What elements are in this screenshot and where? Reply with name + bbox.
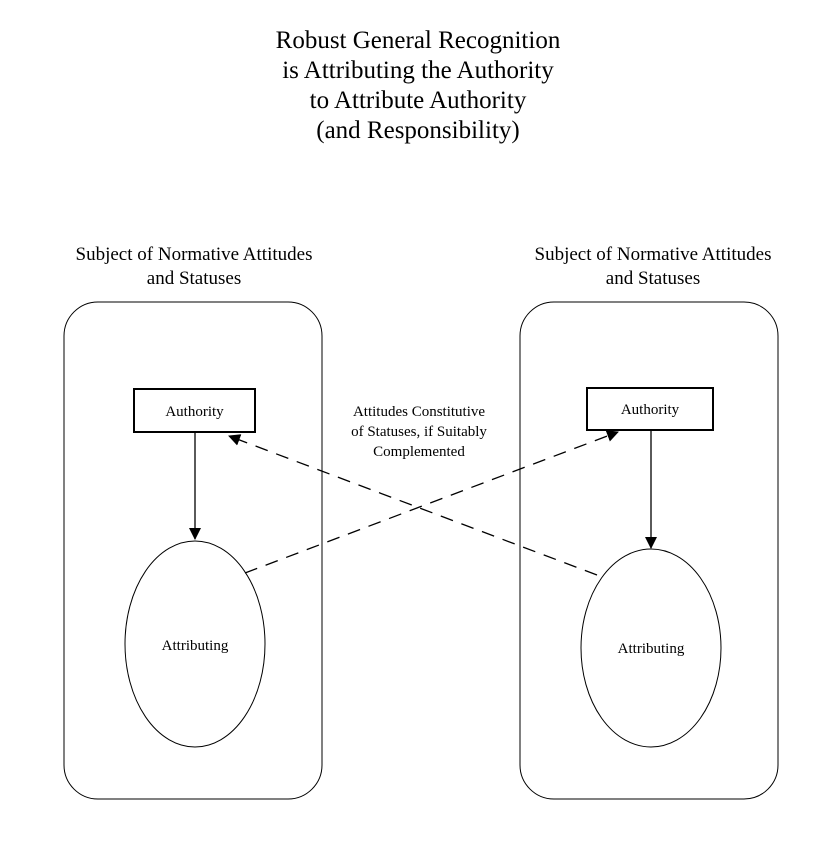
diagram-title: Robust General Recognition is Attributin… bbox=[276, 27, 561, 144]
left-authority-label: Authority bbox=[165, 404, 224, 420]
left-group-label-line-1: Subject of Normative Attitudes bbox=[76, 244, 313, 265]
right-group-label-line-1: Subject of Normative Attitudes bbox=[535, 244, 772, 265]
left-attributing-node bbox=[124, 540, 266, 748]
right-authority-node bbox=[586, 387, 714, 431]
left-attributing-to-right-authority-edge bbox=[244, 430, 619, 574]
right-attributing-label: Attributing bbox=[618, 641, 685, 657]
left-subject-group: Subject of Normative Attitudes and Statu… bbox=[63, 244, 323, 800]
left-subject-container bbox=[63, 301, 323, 800]
right-subject-group: Subject of Normative Attitudes and Statu… bbox=[519, 244, 779, 800]
right-subject-container bbox=[519, 301, 779, 800]
right-authority-label: Authority bbox=[621, 402, 680, 418]
right-attributing-node bbox=[580, 548, 722, 748]
title-line-2: is Attributing the Authority bbox=[282, 57, 554, 84]
cross-edge-label-line-2: of Statuses, if Suitably bbox=[351, 424, 487, 440]
title-line-3: to Attribute Authority bbox=[310, 87, 527, 114]
cross-edge-label-line-3: Complemented bbox=[373, 444, 465, 460]
right-group-label-line-2: and Statuses bbox=[606, 268, 700, 289]
cross-edge-label: Attitudes Constitutive of Statuses, if S… bbox=[351, 404, 487, 460]
cross-edge-label-line-1: Attitudes Constitutive bbox=[353, 404, 485, 420]
left-attributing-label: Attributing bbox=[162, 638, 229, 654]
title-line-4: (and Responsibility) bbox=[316, 117, 519, 144]
title-line-1: Robust General Recognition bbox=[276, 27, 561, 54]
left-group-label-line-2: and Statuses bbox=[147, 268, 241, 289]
